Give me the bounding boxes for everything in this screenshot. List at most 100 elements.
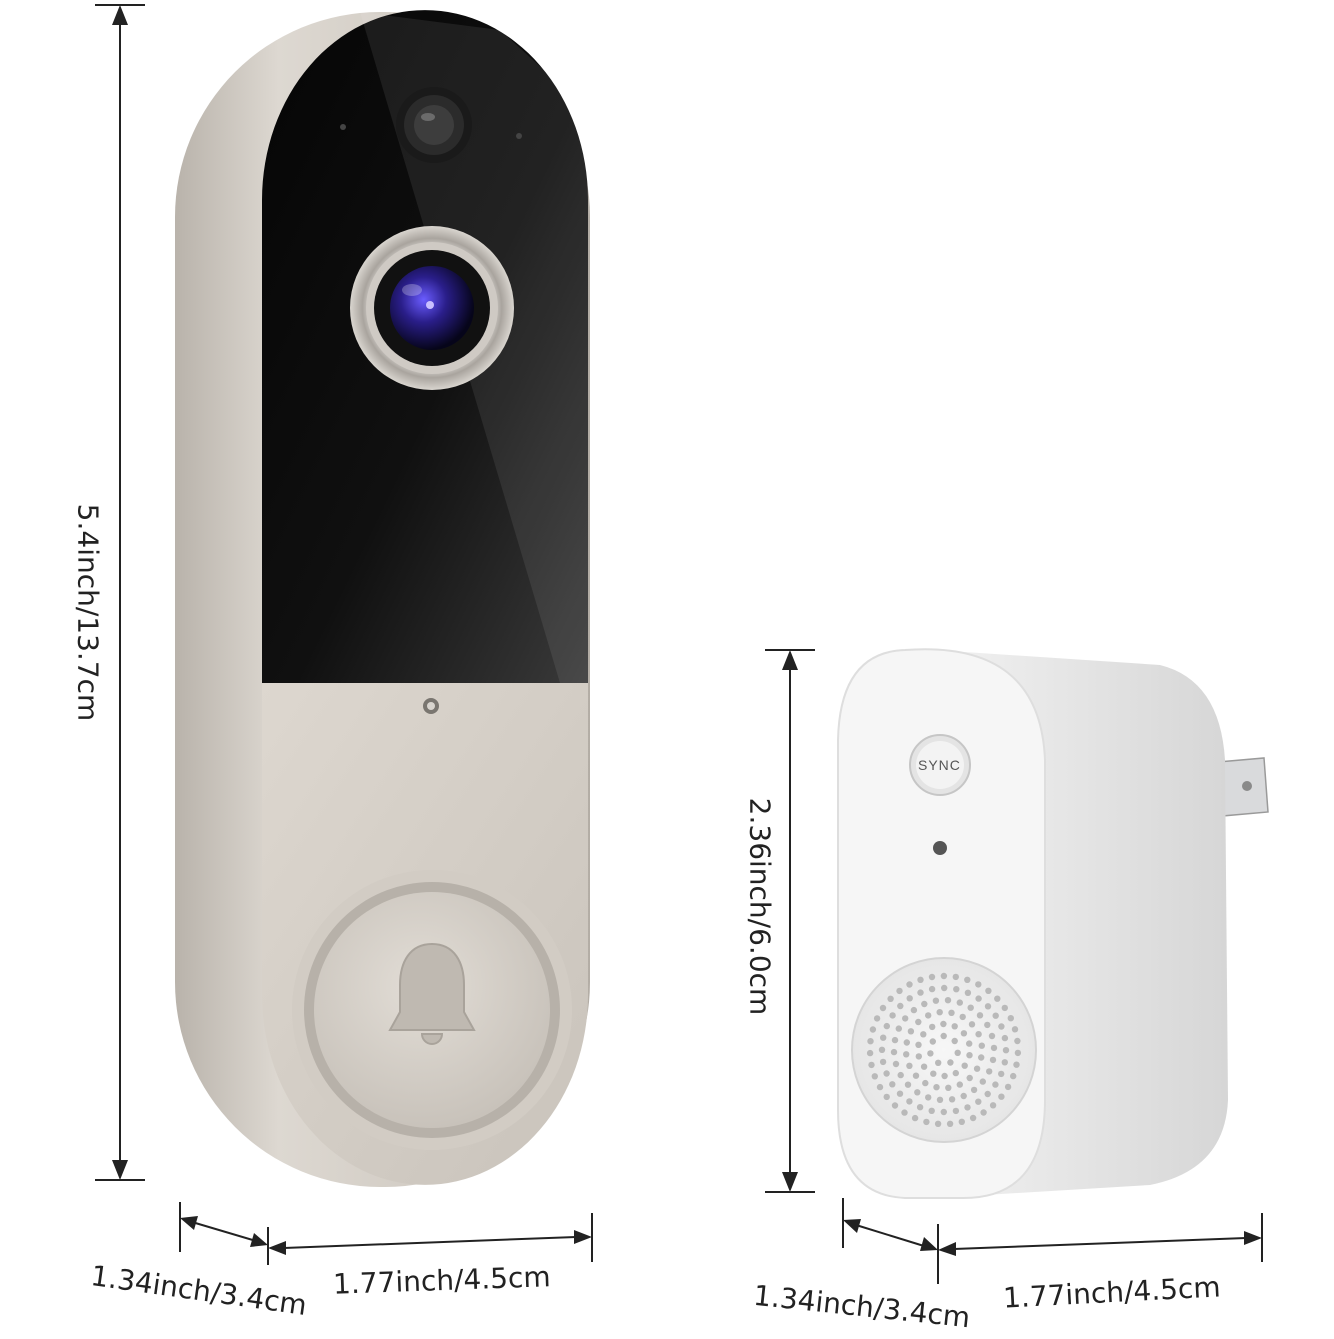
speaker-hole [964, 1104, 971, 1111]
status-led-icon [933, 841, 947, 855]
speaker-hole [1014, 1037, 1021, 1045]
speaker-hole [1001, 1004, 1008, 1012]
speaker-hole [1011, 1026, 1019, 1033]
speaker-hole [984, 1021, 991, 1029]
speaker-hole [975, 981, 982, 988]
speaker-hole [975, 1098, 982, 1105]
speaker-hole [887, 995, 894, 1002]
speaker-hole [979, 1078, 986, 1085]
speaker-hole [970, 1086, 978, 1094]
speaker-hole [878, 1046, 886, 1054]
speaker-hole [989, 1102, 997, 1109]
speaker-hole [953, 986, 960, 993]
speaker-hole [915, 1018, 922, 1026]
speaker-hole [998, 1093, 1005, 1100]
speaker-hole [920, 1063, 928, 1070]
speaker-hole [940, 1020, 947, 1028]
speaker-hole [954, 1049, 961, 1057]
speaker-hole [1007, 1015, 1014, 1022]
microphone-hole-icon [516, 133, 522, 139]
speaker-hole [880, 1034, 887, 1041]
speaker-hole [941, 984, 948, 992]
speaker-hole [907, 1028, 915, 1035]
speaker-hole [889, 1012, 896, 1019]
speaker-hole [879, 1004, 887, 1012]
sync-button[interactable] [909, 734, 971, 796]
motion-sensor-icon [396, 87, 472, 163]
speaker-hole [897, 1071, 904, 1079]
speaker-hole [1014, 1049, 1022, 1057]
speaker-hole [940, 1108, 947, 1116]
doorbell-button[interactable] [292, 870, 572, 1150]
speaker-hole [992, 1012, 999, 1019]
speaker-hole [927, 1050, 934, 1057]
speaker-hole [935, 1059, 942, 1067]
speaker-hole [1010, 1072, 1017, 1080]
speaker-hole [917, 989, 924, 996]
speaker-hole [929, 1038, 936, 1045]
speaker-hole [956, 1081, 963, 1088]
speaker-holes [866, 972, 1022, 1128]
speaker-hole [966, 1074, 973, 1082]
speaker-hole [940, 972, 948, 980]
speaker-hole [984, 1003, 992, 1010]
speaker-hole [960, 1030, 968, 1037]
speaker-hole [928, 1107, 935, 1115]
speaker-hole [952, 973, 959, 981]
speaker-hole [889, 1081, 896, 1088]
doorbell-bottom-dimensions [179, 1202, 593, 1265]
sync-button-label: SYNC [918, 757, 961, 773]
speaker-hole [989, 1056, 997, 1064]
speaker-hole [897, 1002, 904, 1010]
speaker-hole [869, 1026, 877, 1033]
speaker-hole [928, 973, 936, 981]
doorbell-height-label: 5.4inch/13.7cm [71, 503, 105, 722]
speaker-hole [896, 987, 903, 995]
speaker-hole [866, 1049, 874, 1057]
speaker-hole [914, 1089, 921, 1096]
speaker-hole [922, 1079, 929, 1087]
speaker-hole [903, 1039, 910, 1046]
speaker-hole [906, 1062, 913, 1070]
speaker-hole [1004, 1083, 1012, 1091]
speaker-hole [933, 1084, 940, 1091]
speaker-hole [958, 1118, 965, 1126]
speaker-hole [873, 1015, 881, 1022]
speaker-hole [895, 1025, 902, 1032]
plug-in-chime [837, 648, 1269, 1200]
speaker-hole [928, 985, 936, 993]
speaker-hole [990, 1044, 998, 1052]
speaker-hole [915, 1053, 922, 1060]
speaker-hole [904, 1081, 912, 1088]
speaker-hole [964, 989, 972, 996]
speaker-hole [975, 995, 982, 1002]
speaker-hole [986, 1068, 993, 1075]
speaker-hole [1001, 1034, 1009, 1042]
speaker-hole [948, 1096, 956, 1103]
speaker-hole [968, 1021, 976, 1028]
speaker-hole [978, 1054, 985, 1061]
speaker-hole [973, 1065, 981, 1072]
speaker-hole [941, 1072, 948, 1080]
speaker-hole [923, 1118, 930, 1126]
speaker-hole [940, 1032, 947, 1040]
speaker-hole [911, 1114, 919, 1122]
chime-bottom-dimensions [842, 1198, 1263, 1284]
speaker-hole [961, 1062, 968, 1069]
chime-height-label: 2.36inch/6.0cm [743, 797, 777, 1016]
speaker-hole [951, 1023, 958, 1030]
speaker-hole [966, 1040, 973, 1047]
speaker-hole [932, 997, 940, 1004]
speaker-hole [871, 1073, 878, 1080]
speaker-hole [867, 1038, 874, 1045]
speaker-hole [912, 1072, 920, 1079]
chime-height-dimension [765, 649, 815, 1193]
microphone-hole-icon [340, 124, 346, 130]
speaker-hole [906, 1098, 913, 1105]
speaker-hole [876, 1083, 884, 1091]
speaker-hole [916, 1104, 924, 1111]
speaker-hole [959, 1013, 966, 1021]
speaker-hole [936, 1096, 944, 1104]
plug-prong-icon [1217, 757, 1269, 817]
